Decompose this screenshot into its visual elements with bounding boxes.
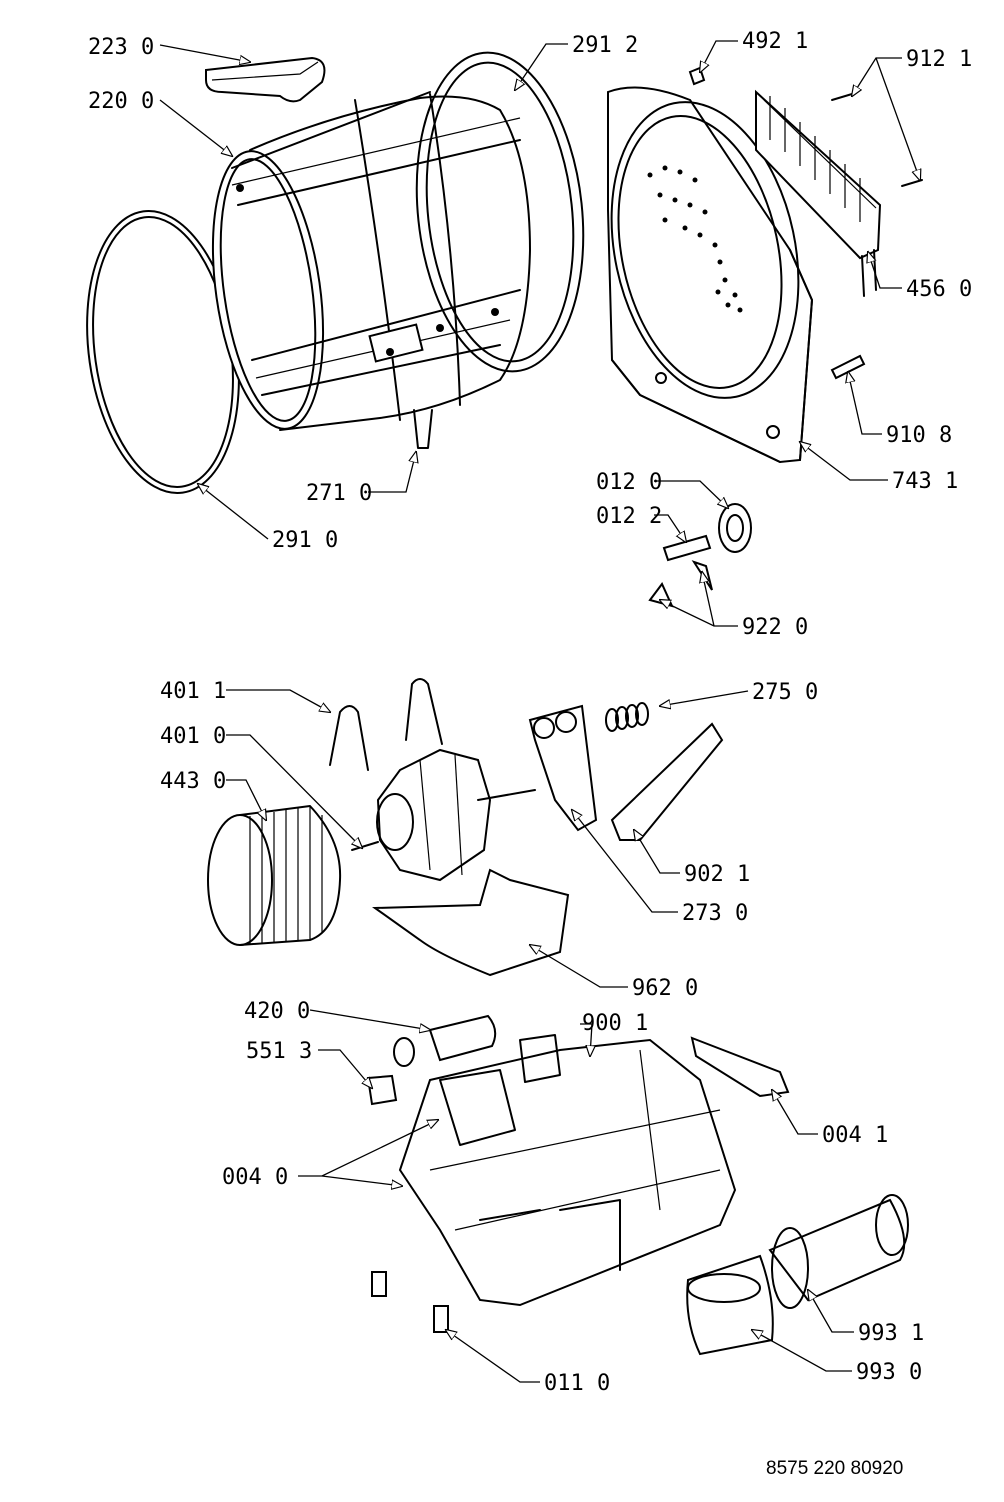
label-912-1: 912 1 — [906, 47, 972, 72]
leader-lines — [159, 40, 920, 1383]
part-902-lever — [610, 722, 724, 841]
part-401-brackets — [329, 678, 443, 771]
label-401-0: 401 0 — [160, 724, 226, 749]
part-443-blower-wheel — [207, 805, 342, 946]
label-011-0: 011 0 — [544, 1371, 610, 1396]
part-275-spring — [605, 702, 649, 732]
label-401-1: 401 1 — [160, 679, 226, 704]
label-291-0: 291 0 — [272, 528, 338, 553]
label-993-1: 993 1 — [858, 1321, 924, 1346]
part-273-idler-bracket — [528, 704, 598, 832]
part-551-thermostat — [366, 1037, 415, 1106]
label-900-1: 900 1 — [582, 1011, 648, 1036]
part-401-motor — [351, 748, 536, 882]
part-012-bearing — [718, 503, 752, 553]
part-223-handle — [205, 56, 326, 103]
label-743-1: 743 1 — [892, 469, 958, 494]
label-443-0: 443 0 — [160, 769, 226, 794]
part-420-capacitor — [428, 1014, 497, 1062]
label-910-8: 910 8 — [886, 423, 952, 448]
label-922-0: 922 0 — [742, 615, 808, 640]
part-labels: 223 0 220 0 291 2 492 1 912 1 456 0 910 … — [88, 29, 972, 1479]
part-993-1-hose — [768, 1194, 909, 1309]
part-271-clip — [413, 409, 433, 449]
label-012-2: 012 2 — [596, 504, 662, 529]
label-271-0: 271 0 — [306, 481, 372, 506]
label-273-0: 273 0 — [682, 901, 748, 926]
label-551-3: 551 3 — [246, 1039, 312, 1064]
part-492-screw — [688, 66, 706, 86]
label-993-0: 993 0 — [856, 1360, 922, 1385]
part-220-drum — [211, 91, 531, 431]
part-012-2-shaft — [662, 534, 712, 562]
document-code: 8575 220 80920 — [766, 1458, 903, 1479]
label-962-0: 962 0 — [632, 976, 698, 1001]
label-275-0: 275 0 — [752, 680, 818, 705]
label-456-0: 456 0 — [906, 277, 972, 302]
part-004-1-bracket — [690, 1036, 790, 1098]
label-004-0: 004 0 — [222, 1165, 288, 1190]
part-922-clips — [648, 560, 713, 608]
label-291-2: 291 2 — [572, 33, 638, 58]
label-902-1: 902 1 — [684, 862, 750, 887]
label-004-1: 004 1 — [822, 1123, 888, 1148]
label-220-0: 220 0 — [88, 89, 154, 114]
label-492-1: 492 1 — [742, 29, 808, 54]
part-011-screws — [371, 1271, 449, 1333]
label-420-0: 420 0 — [244, 999, 310, 1024]
part-910-screw — [830, 354, 866, 380]
part-743-rear-bulkhead — [607, 86, 814, 464]
part-004-base — [398, 1034, 737, 1307]
label-012-0: 012 0 — [596, 470, 662, 495]
part-962-cover — [371, 868, 570, 977]
label-223-0: 223 0 — [88, 35, 154, 60]
part-291-2-rear-seal — [415, 51, 585, 373]
part-993-0-connector — [686, 1254, 774, 1356]
